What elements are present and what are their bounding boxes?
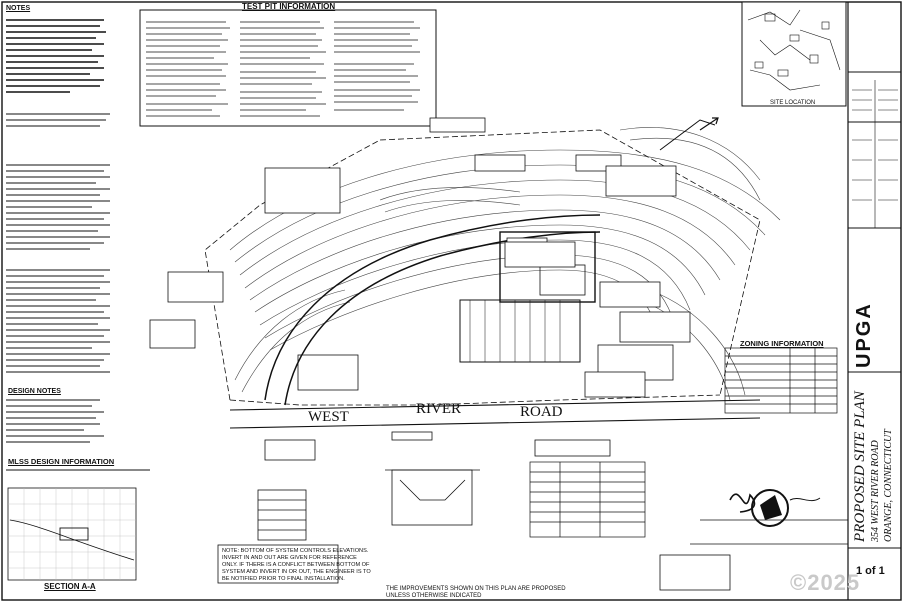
sizing-table — [529, 461, 646, 538]
road-label-river: RIVER — [416, 401, 461, 417]
road-edge — [229, 399, 761, 429]
title-block-revisions — [852, 89, 898, 201]
section-heading: SECTION A-A — [44, 582, 96, 591]
plan-title: PROPOSED SITE PLAN — [852, 391, 868, 542]
driveway — [264, 214, 601, 406]
zoning-table — [724, 347, 838, 414]
zoning-heading: ZONING INFORMATION — [740, 339, 824, 348]
sheet-number: 1 of 1 — [856, 565, 885, 577]
test-pit-heading: TEST PIT INFORMATION — [242, 2, 336, 11]
proposed-house — [499, 231, 596, 303]
design-notes-heading: DESIGN NOTES — [8, 388, 61, 395]
watermark: ©2025 — [790, 570, 861, 595]
site-location-map — [741, 1, 847, 107]
section-grid — [7, 487, 137, 581]
address-line-1: 354 WEST RIVER ROAD — [870, 440, 881, 542]
road-label-west: WEST — [308, 409, 349, 425]
road-label-road: ROAD — [520, 404, 563, 420]
elevation-note: NOTE: BOTTOM OF SYSTEM CONTROLS ELEVATIO… — [222, 548, 371, 582]
improvements-note-2: UNLESS OTHERWISE INDICATED — [386, 593, 482, 599]
title-block-logo: UPGA — [853, 302, 875, 368]
test-pit-box — [139, 9, 437, 127]
site-location-label: SITE LOCATION — [770, 100, 816, 106]
mlss-heading: MLSS DESIGN INFORMATION — [8, 457, 115, 466]
address-line-2: ORANGE, CONNECTICUT — [883, 429, 894, 542]
notes-heading: NOTES — [6, 5, 31, 12]
improvements-note: THE IMPROVEMENTS SHOWN ON THIS PLAN ARE … — [386, 586, 566, 592]
septic-system — [459, 299, 581, 363]
